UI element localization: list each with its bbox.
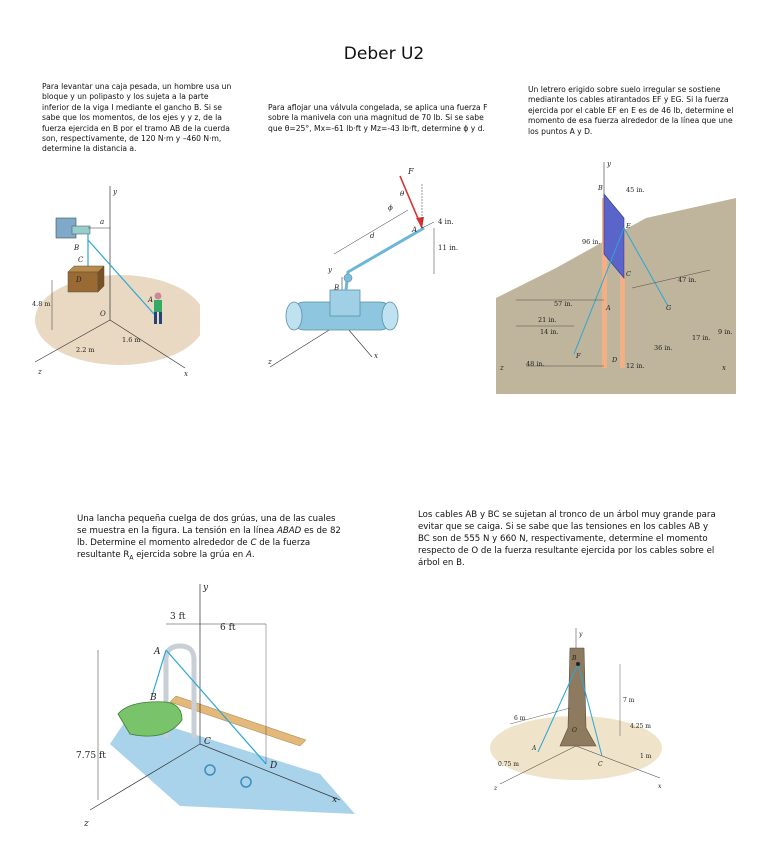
fig2-phi-label: ϕ [388, 204, 393, 212]
figure-4-davit-diagram: y 3 ft 6 ft A B C D 7.75 ft z x [76, 583, 355, 829]
fig4-a-label: A [153, 647, 161, 657]
fig3-dim-47: 47 in. [678, 276, 697, 284]
problem-5-text: Los cables AB y BC se sujetan al tronco … [418, 510, 716, 568]
problem-4-text: Una lancha pequeña cuelga de dos grúas, … [77, 514, 341, 562]
fig2-b-label: B [333, 284, 339, 292]
fig3-e-label: E [625, 222, 631, 230]
fig1-height-label: 4.8 m [32, 300, 51, 308]
fig4-dim-6ft: 6 ft [220, 623, 236, 633]
problem-3-text: Un letrero erigido sobre suelo irregular… [528, 85, 734, 136]
fig1-o-label: O [100, 310, 106, 318]
fig2-a-label: A [411, 226, 417, 234]
fig2-f-label: F [407, 167, 414, 176]
fig3-d-label: D [611, 356, 618, 364]
fig1-a-point-label: A [147, 296, 153, 304]
fig4-z-label: z [83, 819, 89, 829]
fig4-x-label: x [332, 795, 337, 805]
fig2-z-label: z [267, 358, 272, 366]
fig3-dim-36: 36 in. [654, 344, 673, 352]
figure-1-hoist-diagram: y a B C D A O 4.8 m 1.6 m 2.2 m z x [32, 186, 200, 378]
fig3-dim-12: 12 in. [626, 362, 645, 370]
fig2-y-label: y [327, 266, 333, 274]
fig1-y-label: y [112, 188, 118, 196]
fig4-d-label: D [269, 761, 277, 771]
page-title: Deber U2 [343, 44, 425, 64]
fig3-dim-48: 48 in. [526, 360, 545, 368]
problem-2-text: Para aflojar una válvula congelada, se a… [268, 103, 488, 133]
fig5-dim-4-25m: 4.25 m [630, 723, 651, 730]
fig5-dim-7m: 7 m [623, 697, 635, 704]
fig2-x-label: x [374, 352, 378, 360]
fig3-f-label: F [575, 352, 581, 360]
fig2-d-label: d [370, 232, 375, 240]
fig3-dim-96: 96 in. [582, 238, 601, 246]
fig3-g-label: G [666, 304, 671, 312]
fig1-dim-1-6: 1.6 m [122, 336, 141, 344]
fig5-a-label: A [531, 745, 537, 752]
fig3-b-label: B [597, 184, 603, 192]
fig1-d-label: D [75, 276, 82, 284]
fig1-z-label: z [37, 368, 42, 376]
fig5-dim-6m: 6 m [514, 715, 526, 722]
problem-1-text: Para levantar una caja pesada, un hombre… [42, 82, 232, 154]
fig3-dim-21: 21 in. [538, 316, 557, 324]
fig5-c-label: C [598, 761, 603, 768]
fig3-z-label: z [499, 364, 504, 372]
fig4-y-label: y [202, 583, 209, 593]
fig5-b-label: B [571, 655, 577, 662]
fig5-z-label: z [493, 785, 498, 792]
fig4-height-label: 7.75 ft [76, 751, 106, 761]
fig3-dim-14: 14 in. [540, 328, 559, 336]
fig3-dim-57: 57 in. [554, 300, 573, 308]
fig5-dim-0-75m: 0.75 m [498, 761, 519, 768]
figure-5-tree-diagram: y B 7 m 6 m 4.25 m O A C 0.75 m 1 m z x [490, 628, 662, 792]
fig5-dim-1m: 1 m [640, 753, 652, 760]
fig1-dim-2-2: 2.2 m [76, 346, 95, 354]
fig2-theta-label: θ [400, 190, 405, 198]
fig5-x-label: x [658, 783, 662, 790]
fig3-dim-9: 9 in. [718, 328, 733, 336]
fig4-b-label: B [149, 693, 157, 703]
fig5-o-label: O [572, 727, 577, 734]
fig4-c-label: C [204, 737, 211, 747]
fig3-y-label: y [606, 160, 612, 168]
fig3-dim-17: 17 in. [692, 334, 711, 342]
fig3-a-label: A [605, 304, 611, 312]
fig5-y-label: y [578, 631, 583, 638]
fig4-dim-3ft: 3 ft [170, 612, 186, 622]
fig3-x-label: x [722, 364, 726, 372]
fig3-c-label: C [626, 270, 631, 278]
figure-3-sign-diagram: y B 45 in. E 96 in. 47 in. 57 in. A C G … [496, 160, 736, 394]
fig1-x-label: x [184, 370, 188, 378]
fig3-dim-45: 45 in. [626, 186, 645, 194]
fig1-b-label: B [73, 244, 79, 252]
figure-2-valve-diagram: F θ ϕ A d y B 4 in. 11 in. z x [267, 167, 458, 368]
fig1-c-label: C [78, 256, 84, 264]
fig1-a-label: a [100, 218, 104, 226]
fig2-dim-11in: 11 in. [438, 244, 458, 252]
fig2-dim-4in: 4 in. [438, 218, 454, 226]
